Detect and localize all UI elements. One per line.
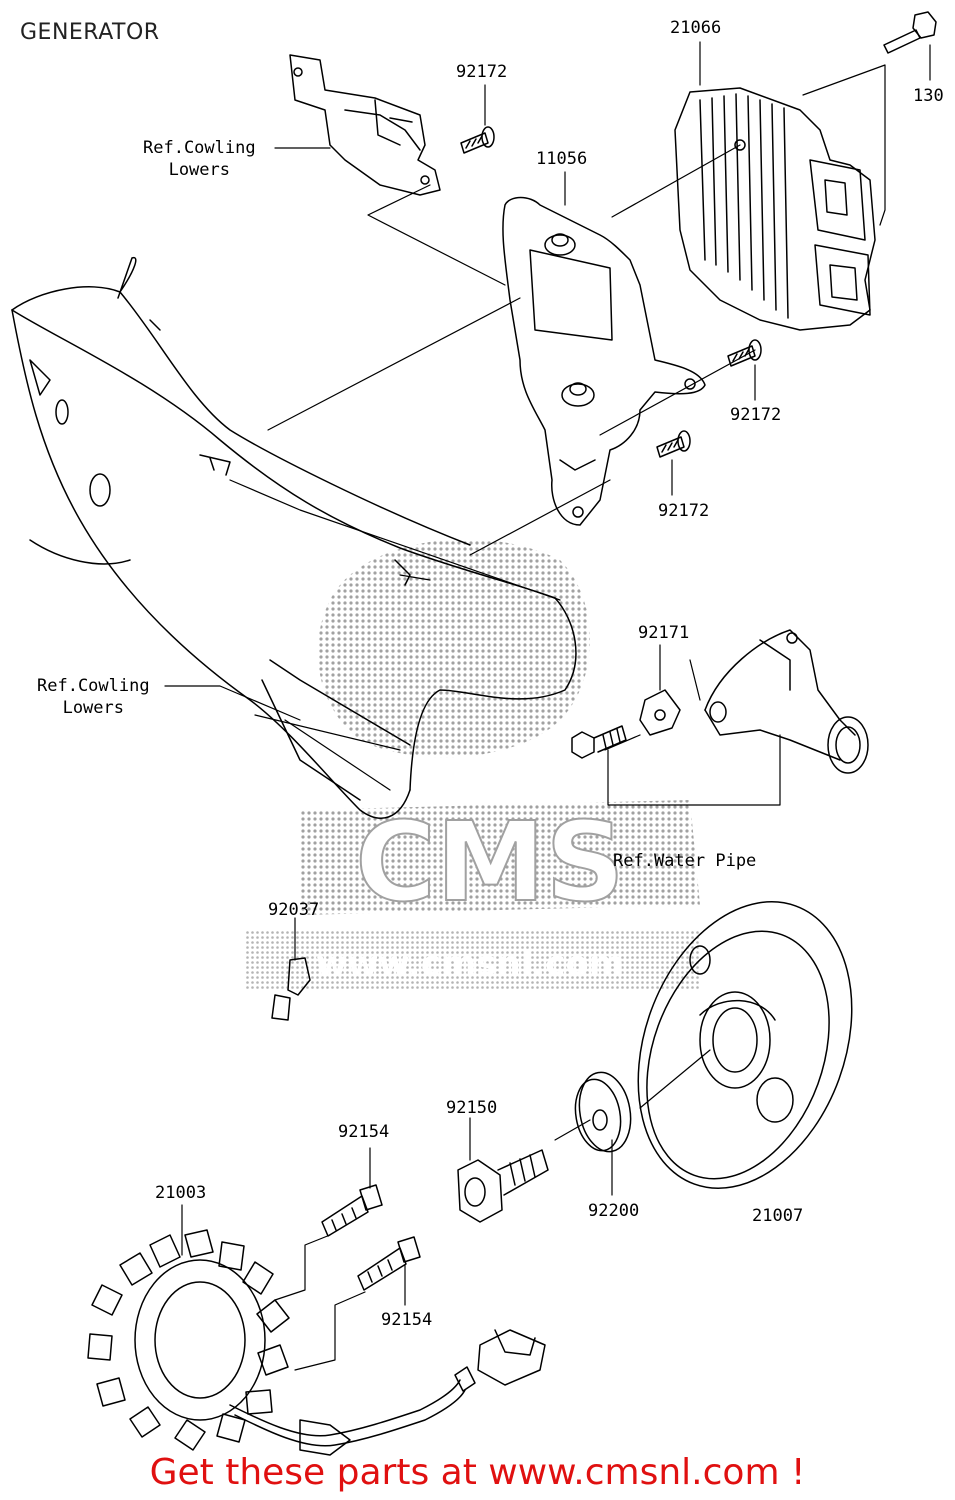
washer-92200	[574, 1071, 632, 1153]
stator-21003	[87, 1229, 546, 1456]
part-number-92150[interactable]: 92150	[446, 1098, 498, 1118]
bracket-11056	[502, 196, 706, 526]
part-number-92154-a[interactable]: 92154	[338, 1122, 390, 1142]
bolt-92172-right-a	[727, 339, 762, 367]
bolt-130	[883, 11, 937, 54]
water-pipe	[704, 629, 869, 774]
ref-cowling-lowers-left: Ref.Cowling Lowers	[37, 675, 150, 719]
bolt-92150	[457, 1149, 549, 1223]
bolt-92172-top	[460, 126, 495, 154]
part-number-92171[interactable]: 92171	[638, 623, 690, 643]
screw-92154-a	[321, 1184, 383, 1237]
bolt-92172-right-b	[656, 430, 691, 458]
part-number-92200[interactable]: 92200	[588, 1201, 640, 1221]
footer-cta-link[interactable]: Get these parts at www.cmsnl.com !	[149, 1452, 806, 1493]
part-number-92154-b[interactable]: 92154	[381, 1310, 433, 1330]
ref-cowling-lowers-left-line1: Ref.Cowling	[37, 676, 150, 696]
part-number-130[interactable]: 130	[913, 86, 944, 106]
cms-watermark: CMS www.cmsnl.com	[245, 539, 700, 990]
clamp-92171	[639, 689, 681, 736]
page-title: GENERATOR	[20, 20, 160, 45]
part-number-21003[interactable]: 21003	[155, 1183, 207, 1203]
leader-lines	[164, 41, 931, 1371]
upper-bracket	[289, 54, 441, 196]
rotor-21007	[637, 901, 853, 1189]
ref-cowling-lowers-top-line1: Ref.Cowling	[143, 138, 256, 158]
part-number-21066[interactable]: 21066	[670, 18, 722, 38]
ref-water-pipe: Ref.Water Pipe	[613, 851, 757, 871]
part-number-92172-right-a[interactable]: 92172	[730, 405, 782, 425]
watermark-brand: CMS	[355, 798, 624, 926]
part-number-21007[interactable]: 21007	[752, 1206, 804, 1226]
part-number-92172-top[interactable]: 92172	[456, 62, 508, 82]
bolt-water-pipe	[571, 725, 627, 759]
part-number-11056[interactable]: 11056	[536, 149, 588, 169]
part-number-92037[interactable]: 92037	[268, 900, 320, 920]
cowling-lower	[11, 256, 577, 819]
ref-cowling-lowers-top-line2: Lowers	[168, 160, 230, 180]
regulator-21066	[674, 87, 876, 331]
ref-cowling-lowers-left-line2: Lowers	[62, 698, 124, 718]
part-number-92172-right-b[interactable]: 92172	[658, 501, 710, 521]
sensor-92037	[271, 957, 311, 1021]
ref-cowling-lowers-top: Ref.Cowling Lowers	[143, 137, 256, 181]
screw-92154-b	[357, 1236, 421, 1291]
watermark-site: www.cmsnl.com	[316, 944, 625, 984]
